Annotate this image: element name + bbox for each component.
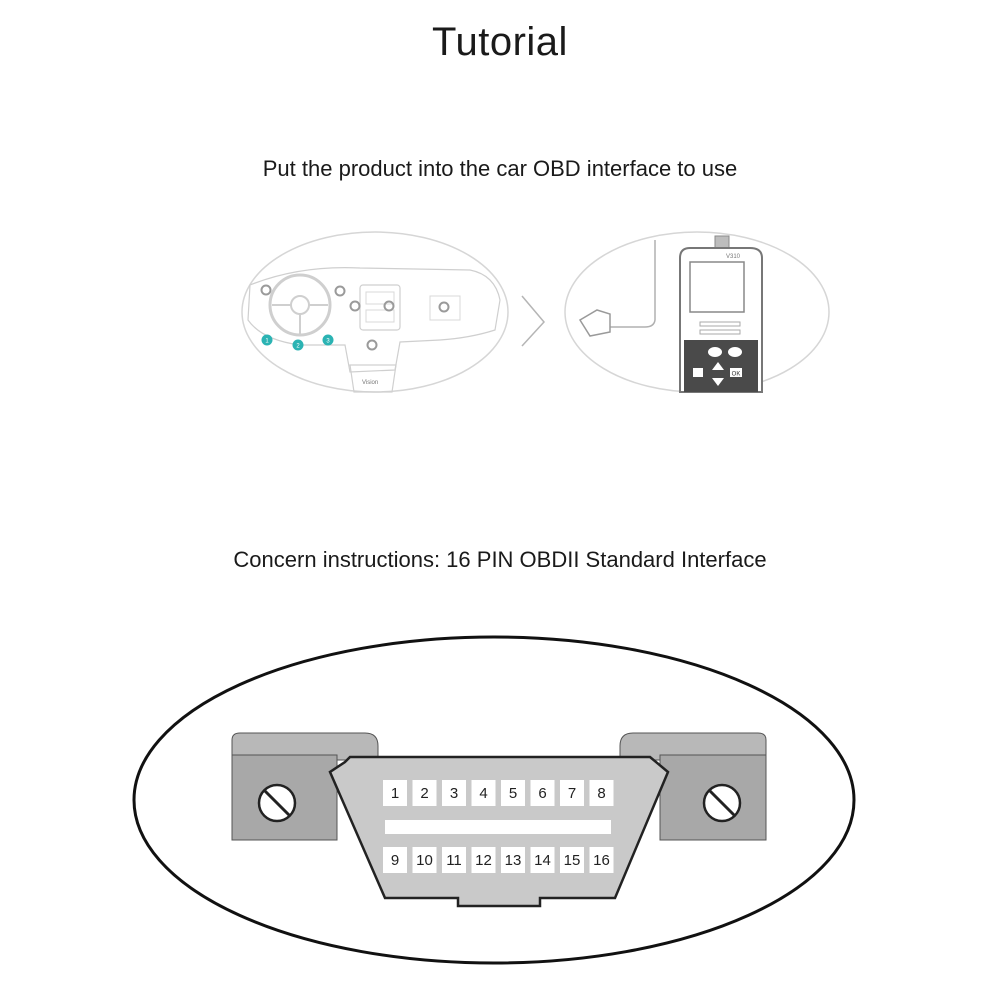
dashboard-outline	[247, 267, 501, 373]
page-title: Tutorial	[432, 20, 568, 64]
pin-label-8: 8	[597, 785, 605, 802]
pin-cell-6	[530, 780, 555, 806]
steering-wheel	[268, 273, 332, 337]
pin-label-12: 12	[475, 852, 492, 869]
pin-label-5: 5	[509, 785, 517, 802]
numbered-marker-2: 2	[292, 339, 304, 351]
pin-label-9: 9	[391, 852, 399, 869]
scanner-key	[708, 347, 722, 357]
pin-cell-16	[589, 847, 614, 873]
down-arrow-icon	[712, 378, 724, 386]
numbered-marker-3: 3	[322, 334, 334, 346]
svg-text:OK: OK	[732, 372, 741, 378]
usb-plug-icon	[578, 309, 611, 337]
pin-cell-13	[501, 847, 525, 873]
right-flange-top	[619, 732, 767, 761]
connector-center-bar	[385, 820, 611, 834]
location-marker	[334, 285, 346, 297]
left-flange-top	[231, 732, 379, 761]
pin-label-2: 2	[420, 785, 428, 802]
location-marker	[349, 300, 361, 312]
pin-label-4: 4	[479, 785, 487, 802]
pin-row-top: 1 2 3 4 5 6 7 8	[383, 780, 614, 806]
pin-label-7: 7	[568, 785, 576, 802]
location-marker	[438, 301, 450, 313]
pin-row-bottom: 9 10 11 12 13 14 15 16	[383, 847, 614, 873]
pin-cell-1	[383, 780, 407, 806]
scanner-ok-key	[730, 368, 742, 377]
numbered-marker-1: 1	[261, 334, 273, 346]
pin-label-10: 10	[416, 852, 433, 869]
pin-label-16: 16	[593, 852, 610, 869]
pin-cell-2	[412, 780, 437, 806]
step-instruction: Put the product into the car OBD interfa…	[262, 156, 738, 181]
dashboard-obd-port	[349, 364, 397, 393]
pin-label-15: 15	[564, 852, 581, 869]
concern-instruction: Concern instructions: 16 PIN OBDII Stand…	[233, 547, 767, 572]
pin-cell-5	[501, 780, 525, 806]
pin-label-13: 13	[505, 852, 522, 869]
scanner-key	[693, 368, 703, 377]
pin-cell-4	[471, 780, 496, 806]
pin-cell-12	[471, 847, 496, 873]
pin-cell-8	[589, 780, 614, 806]
pin-label-3: 3	[450, 785, 458, 802]
pin-label-6: 6	[538, 785, 546, 802]
device-label: V310	[726, 254, 741, 260]
scanner-screen	[689, 261, 745, 313]
pin-label-1: 1	[391, 785, 399, 802]
chevron-right-icon	[521, 295, 545, 347]
svg-text:1: 1	[265, 339, 269, 345]
location-marker	[383, 300, 395, 312]
scanner-device-illustration: V310 OK	[564, 231, 830, 393]
svg-text:3: 3	[326, 339, 330, 345]
dashboard-caption: Vision	[362, 380, 378, 386]
pin-label-11: 11	[446, 852, 462, 869]
pin-cell-9	[383, 847, 407, 873]
device-cable	[610, 240, 656, 328]
scanner-key	[728, 347, 742, 357]
dashboard-oval	[241, 231, 509, 393]
pin-cell-10	[412, 847, 437, 873]
up-arrow-icon	[712, 362, 724, 370]
pin-cell-15	[560, 847, 584, 873]
svg-text:2: 2	[296, 344, 300, 350]
location-marker	[366, 339, 378, 351]
pin-label-14: 14	[534, 852, 551, 869]
pin-cell-14	[530, 847, 555, 873]
pin-cell-3	[442, 780, 466, 806]
dashboard-illustration: Vision 1 2 3	[241, 231, 509, 393]
pin-cell-11	[442, 847, 466, 873]
pin-cell-7	[560, 780, 584, 806]
location-marker	[260, 284, 272, 296]
